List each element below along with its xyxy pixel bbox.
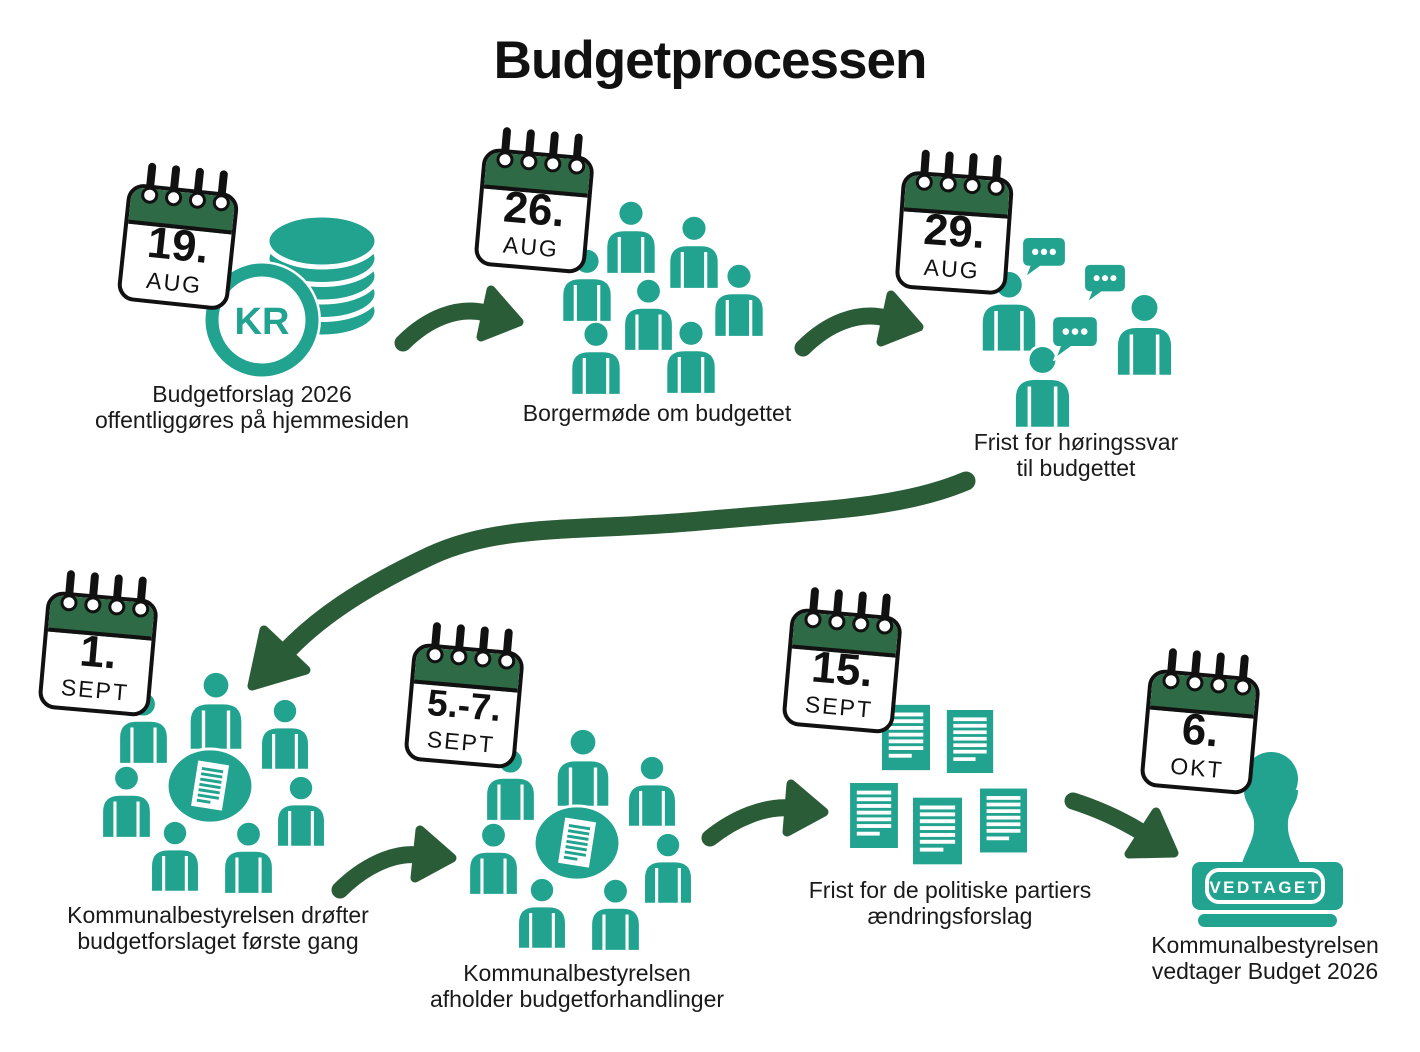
arrow-step6-step7-icon	[1064, 792, 1152, 842]
calendar-date: 29.	[922, 204, 987, 259]
step7-caption: Kommunalbestyrelsen vedtager Budget 2026	[1151, 932, 1379, 984]
table-document-icon	[533, 804, 621, 882]
arrow-step2-step3-icon	[794, 307, 895, 357]
step5-caption: Kommunalbestyrelsen afholder budgetforha…	[429, 960, 725, 1012]
step4-caption: Kommunalbestyrelsen drøfter budgetforsla…	[67, 902, 369, 954]
page-title: Budgetprocessen	[493, 31, 928, 90]
step2-caption: Borgermøde om budgettet	[522, 400, 792, 426]
table-document-icon	[166, 747, 254, 825]
calendar-icon-step1: 19. AUG	[115, 158, 244, 315]
step1-caption: Budgetforslag 2026 offentliggøres på hje…	[94, 381, 410, 433]
step6-caption: Frist for de politiske partiers ændrings…	[808, 877, 1092, 929]
calendar-icon-step5: 5.-7. SEPT	[402, 618, 528, 773]
document-icon	[946, 710, 994, 773]
step3-caption: Frist for høringssvar til budgettet	[973, 429, 1179, 481]
calendar-icon-step4: 1. SEPT	[36, 566, 162, 721]
document-icon	[980, 788, 1027, 853]
speech-bubble-icon	[1083, 263, 1127, 305]
calendar-icon-step2: 26. AUG	[472, 123, 598, 278]
stamp-icon: VEDTAGET	[1192, 752, 1343, 927]
arrow-step5-step6-icon	[701, 799, 799, 847]
coins-kr-icon: KR	[203, 212, 380, 379]
calendar-icon-step3: 29. AUG	[893, 146, 1017, 300]
arrow-step3-step4-icon	[273, 471, 976, 665]
calendar-icon-step7: 6. OKT	[1138, 644, 1264, 799]
stamp-label: VEDTAGET	[1209, 878, 1320, 897]
kr-badge-icon: KR	[203, 261, 321, 379]
kr-badge-label: KR	[235, 301, 290, 343]
document-icon	[913, 797, 962, 865]
arrow-step1-step2-icon	[394, 302, 495, 352]
document-icon	[850, 783, 898, 848]
calendar-icon-step6: 15. SEPT	[780, 583, 906, 738]
arrow-step4-step5-icon	[331, 846, 427, 899]
speech-bubble-icon	[1051, 315, 1099, 361]
speech-bubble-icon	[1021, 236, 1067, 280]
